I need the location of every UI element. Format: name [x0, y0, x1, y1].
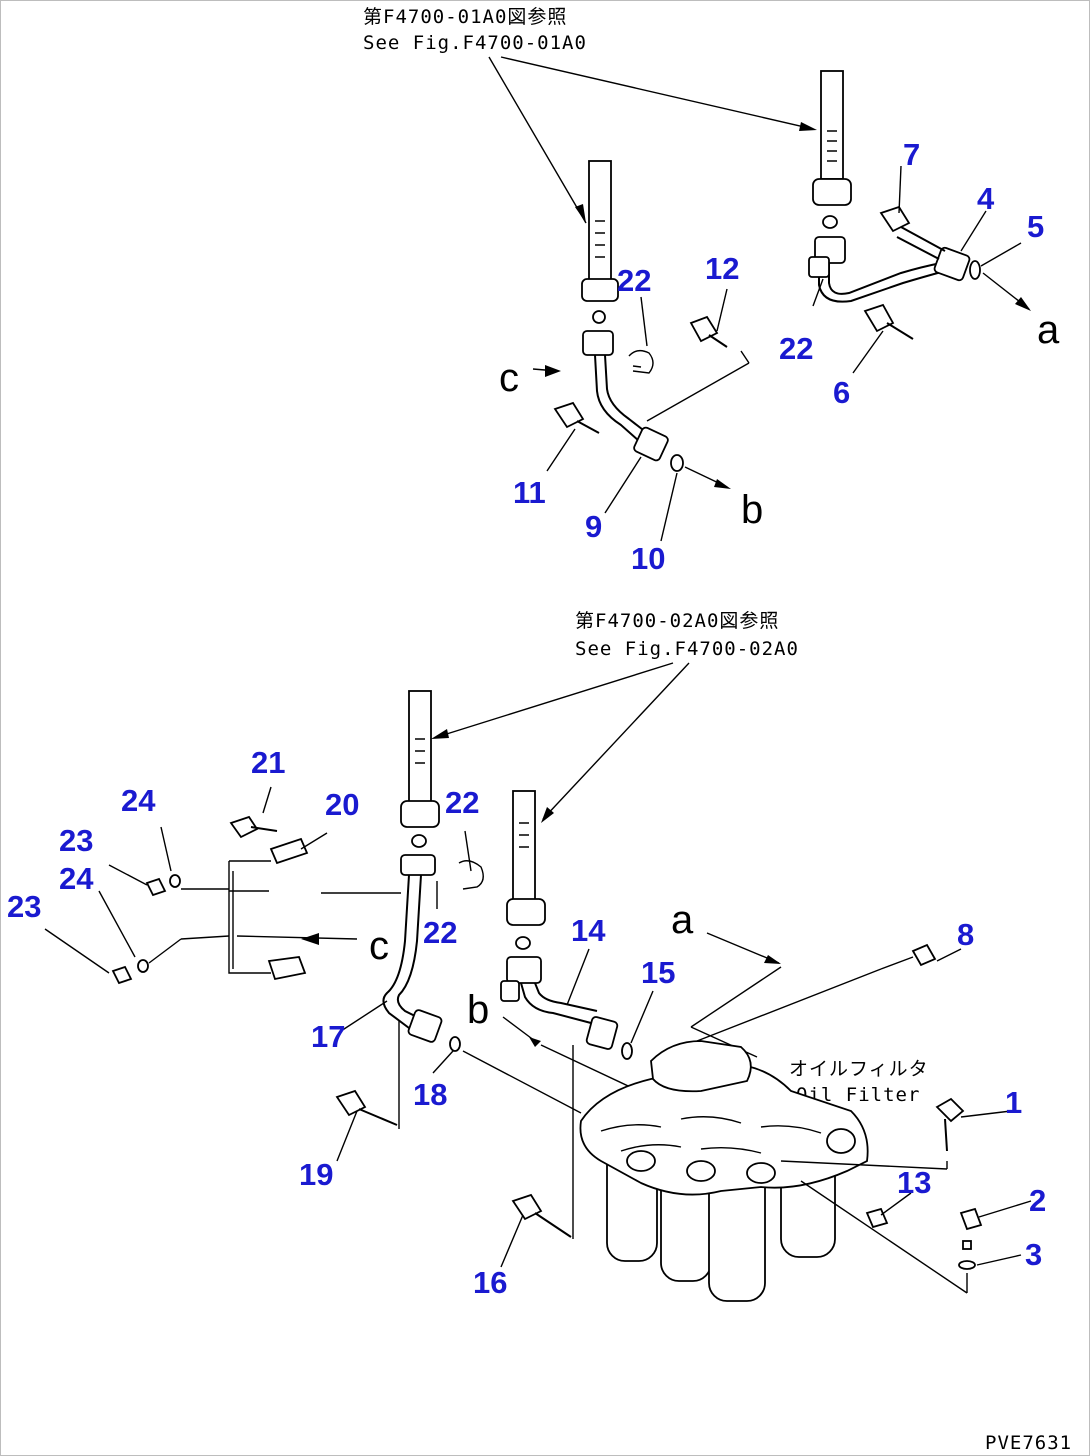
callout-7: 7 — [903, 137, 920, 172]
callout-6: 6 — [833, 375, 850, 410]
callout-18: 18 — [413, 1077, 447, 1112]
callout-21: 21 — [251, 745, 285, 780]
reference-top-en: See Fig.F4700-01A0 — [363, 32, 587, 54]
callout-17: 17 — [311, 1019, 345, 1054]
callout-15: 15 — [641, 955, 675, 990]
top-reference-arrows — [488, 56, 817, 224]
callout-12: 12 — [705, 251, 739, 286]
callout-1: 1 — [1005, 1085, 1022, 1120]
callout-13: 13 — [897, 1165, 931, 1200]
part-number-callouts: 7 4 5 22 12 22 6 11 9 10 21 20 22 24 23 … — [7, 137, 1046, 1300]
reference-mid-jp: 第F4700-02A0図参照 — [575, 610, 779, 632]
callout-5: 5 — [1027, 209, 1044, 244]
lower-left-pipe-assembly — [321, 690, 582, 1114]
connection-letter-b-top: b — [741, 488, 763, 532]
reference-top-jp: 第F4700-01A0図参照 — [363, 6, 567, 28]
connection-letter-a-top: a — [1037, 308, 1060, 352]
oil-filter-label-jp: オイルフィルタ — [789, 1058, 929, 1080]
callout-19: 19 — [299, 1157, 333, 1192]
callout-16: 16 — [473, 1265, 507, 1300]
upper-middle-pipe-assembly — [532, 160, 750, 542]
callout-9: 9 — [585, 509, 602, 544]
upper-right-pipe-assembly — [808, 70, 1031, 374]
callout-14: 14 — [571, 913, 606, 948]
clamp-bracket-assembly — [111, 815, 400, 1129]
connection-letter-c-top: c — [499, 356, 519, 400]
callout-4: 4 — [977, 181, 995, 216]
callout-10: 10 — [631, 541, 665, 576]
leader-lines — [44, 786, 1032, 1268]
callout-22-a: 22 — [617, 263, 651, 298]
callout-23-a: 23 — [59, 823, 93, 858]
callout-3: 3 — [1025, 1237, 1042, 1272]
callout-24-a: 24 — [121, 783, 156, 818]
oil-filter-label-en: Oil Filter — [796, 1084, 920, 1106]
connection-letters: a b c a b c — [369, 308, 1060, 1032]
lower-middle-pipe-assembly — [500, 790, 782, 1239]
callout-2: 2 — [1029, 1183, 1046, 1218]
callout-8: 8 — [957, 917, 974, 952]
callout-20: 20 — [325, 787, 359, 822]
callout-22-d: 22 — [423, 915, 457, 950]
connection-letter-c-bottom: c — [369, 924, 389, 968]
reference-mid-en: See Fig.F4700-02A0 — [575, 638, 799, 660]
callout-22-b: 22 — [779, 331, 813, 366]
callout-24-b: 24 — [59, 861, 94, 896]
callout-11: 11 — [513, 475, 546, 510]
connection-letter-b-bottom: b — [467, 988, 489, 1032]
connection-letter-a-bottom: a — [671, 898, 694, 942]
oil-filter-assembly — [579, 943, 983, 1302]
callout-22-c: 22 — [445, 785, 479, 820]
middle-reference-arrows — [431, 662, 690, 823]
callout-23-b: 23 — [7, 889, 41, 924]
drawing-code: PVE7631 — [985, 1432, 1072, 1454]
